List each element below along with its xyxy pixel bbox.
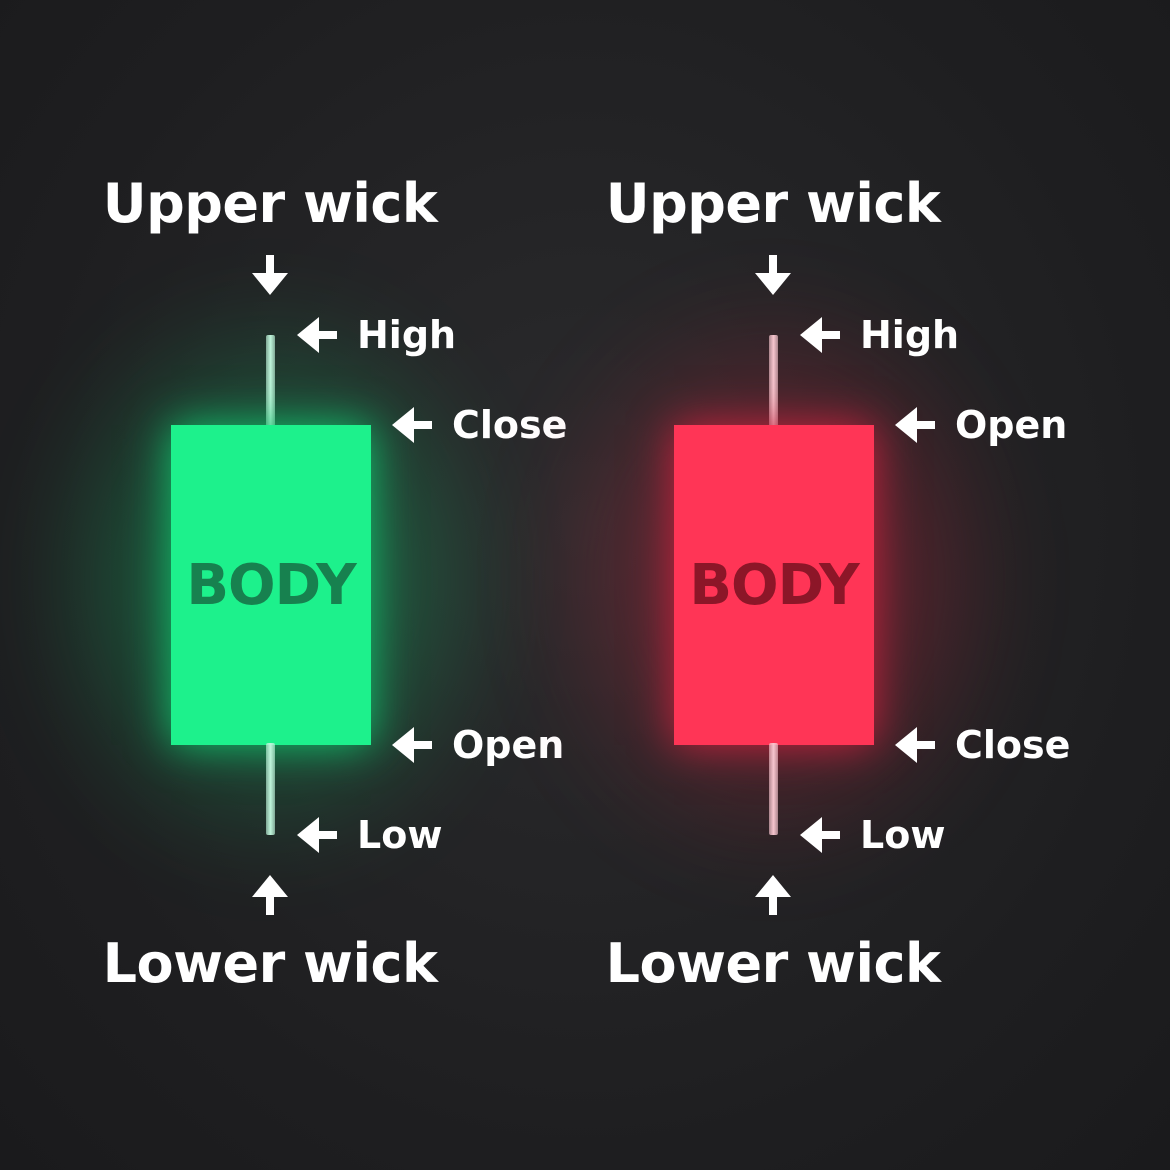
bearish-lower-wick <box>769 743 778 835</box>
arrow-up-icon <box>755 875 791 915</box>
bearish-open-marker: Open <box>895 403 1067 447</box>
bullish-low-label: Low <box>357 813 443 857</box>
arrow-down-icon <box>252 255 288 295</box>
arrow-left-icon <box>392 727 432 763</box>
bearish-close-label: Close <box>955 723 1071 767</box>
bullish-close-marker: Close <box>392 403 567 447</box>
bearish-high-marker: High <box>800 313 959 357</box>
bearish-close-marker: Close <box>895 723 1070 767</box>
bullish-close-label: Close <box>452 403 568 447</box>
arrow-up-icon <box>252 875 288 915</box>
arrow-down-icon <box>755 255 791 295</box>
bearish-low-label: Low <box>860 813 946 857</box>
arrow-left-icon <box>800 317 840 353</box>
bullish-body-label: BODY <box>186 552 356 618</box>
bullish-high-marker: High <box>297 313 456 357</box>
bullish-upper-wick-title: Upper wick <box>102 172 438 235</box>
arrow-left-icon <box>895 407 935 443</box>
bearish-lower-wick-title: Lower wick <box>605 932 941 995</box>
bearish-upper-wick <box>769 335 778 427</box>
bearish-open-label: Open <box>955 403 1068 447</box>
bullish-lower-wick-title: Lower wick <box>102 932 438 995</box>
bullish-open-marker: Open <box>392 723 564 767</box>
bullish-candle-diagram: Upper wick BODY Lower wick High Close Op… <box>20 172 567 995</box>
arrow-left-icon <box>297 817 337 853</box>
bearish-candle-diagram: Upper wick BODY Lower wick High Open Clo… <box>503 0 1088 1170</box>
arrow-left-icon <box>895 727 935 763</box>
bearish-candle-body: BODY <box>674 425 874 745</box>
bearish-upper-wick-title: Upper wick <box>605 172 941 235</box>
arrow-left-icon <box>800 817 840 853</box>
arrow-left-icon <box>297 317 337 353</box>
bullish-upper-wick <box>266 335 275 427</box>
bullish-high-label: High <box>357 313 457 357</box>
arrow-left-icon <box>392 407 432 443</box>
bearish-body-label: BODY <box>689 552 859 618</box>
bearish-low-marker: Low <box>800 813 945 857</box>
bullish-low-marker: Low <box>297 813 442 857</box>
bullish-candle-body: BODY <box>171 425 371 745</box>
bearish-high-label: High <box>860 313 960 357</box>
bullish-lower-wick <box>266 743 275 835</box>
bullish-open-label: Open <box>452 723 565 767</box>
